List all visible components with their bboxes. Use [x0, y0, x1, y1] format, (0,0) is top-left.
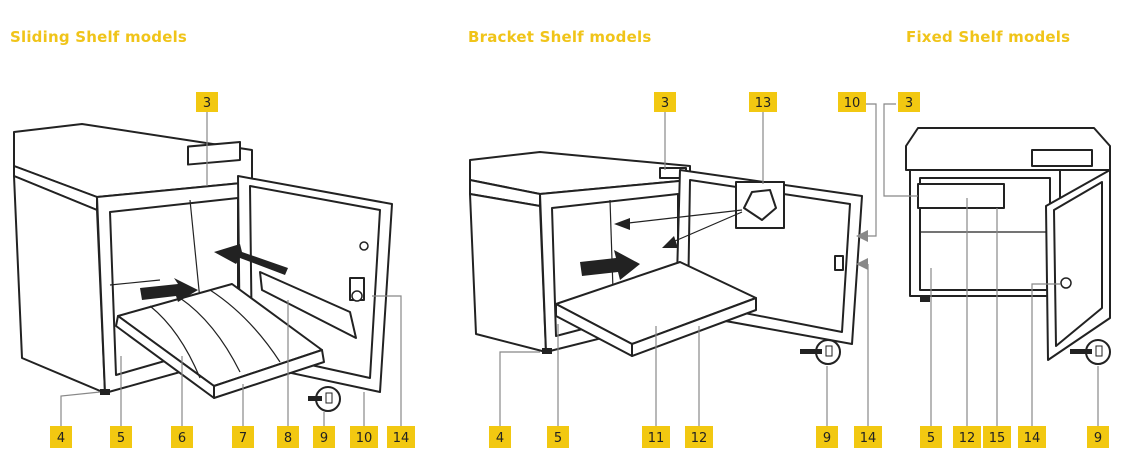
svg-text:12: 12 — [691, 431, 708, 446]
section-title-sliding: Sliding Shelf models — [10, 28, 188, 46]
callout-badge: 14 — [387, 426, 415, 448]
svg-text:5: 5 — [554, 431, 562, 446]
callout-badge: 4 — [50, 426, 72, 448]
svg-text:5: 5 — [117, 431, 125, 446]
callout-badge: 9 — [1087, 426, 1109, 448]
sliding-shelf-cabinet — [13, 123, 393, 412]
section-title-fixed: Fixed Shelf models — [906, 28, 1071, 46]
svg-text:14: 14 — [1024, 431, 1041, 446]
callout-badge: 5 — [920, 426, 942, 448]
bracket-shelf-cabinet — [469, 151, 863, 365]
callout-badge: 13 — [749, 92, 777, 112]
svg-text:9: 9 — [1094, 431, 1102, 446]
svg-text:10: 10 — [844, 96, 861, 111]
svg-text:3: 3 — [661, 96, 669, 111]
key-icon — [1070, 339, 1111, 365]
callout-badge: 5 — [547, 426, 569, 448]
callout-badge: 10 — [350, 426, 378, 448]
callout-badge: 4 — [489, 426, 511, 448]
callout-badge: 3 — [898, 92, 920, 112]
key-icon — [800, 339, 841, 365]
svg-text:8: 8 — [284, 431, 292, 446]
callout-badge: 9 — [313, 426, 335, 448]
callout-badge: 10 — [838, 92, 866, 112]
svg-text:4: 4 — [496, 431, 504, 446]
svg-text:14: 14 — [860, 431, 877, 446]
svg-text:13: 13 — [755, 96, 772, 111]
callout-badge: 3 — [654, 92, 676, 112]
svg-text:9: 9 — [823, 431, 831, 446]
svg-text:10: 10 — [356, 431, 373, 446]
svg-text:7: 7 — [239, 431, 247, 446]
callout-badge: 12 — [685, 426, 713, 448]
callout-badge: 5 — [110, 426, 132, 448]
callouts: 3 4 5 6 7 8 9 10 14 3 13 4 5 11 12 9 14 … — [50, 92, 1109, 448]
fixed-shelf-cabinet — [905, 127, 1111, 365]
leader-lines — [60, 103, 1099, 426]
svg-text:9: 9 — [320, 431, 328, 446]
callout-badge: 6 — [171, 426, 193, 448]
svg-text:3: 3 — [905, 96, 913, 111]
callout-badge: 11 — [642, 426, 670, 448]
callout-badge: 15 — [983, 426, 1011, 448]
callout-badge: 14 — [854, 426, 882, 448]
callout-badge: 14 — [1018, 426, 1046, 448]
callout-badge: 3 — [196, 92, 218, 112]
svg-text:12: 12 — [959, 431, 976, 446]
callout-badge: 8 — [277, 426, 299, 448]
svg-text:4: 4 — [57, 431, 65, 446]
svg-text:15: 15 — [989, 431, 1006, 446]
callout-badge: 7 — [232, 426, 254, 448]
svg-text:5: 5 — [927, 431, 935, 446]
key-icon — [308, 386, 341, 412]
callout-badge: 9 — [816, 426, 838, 448]
callout-badge: 12 — [953, 426, 981, 448]
svg-text:14: 14 — [393, 431, 410, 446]
section-title-bracket: Bracket Shelf models — [468, 28, 652, 46]
svg-text:6: 6 — [178, 431, 186, 446]
svg-text:3: 3 — [203, 96, 211, 111]
svg-text:11: 11 — [648, 431, 665, 446]
